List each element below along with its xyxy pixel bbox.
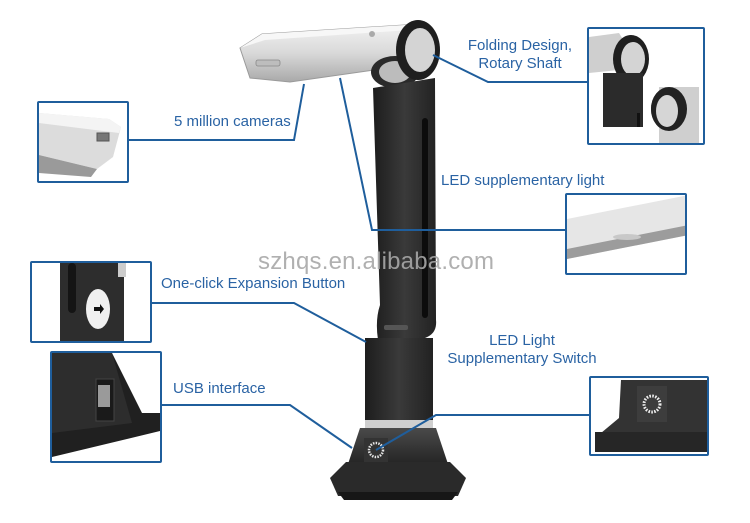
inset-camera-closeup: [37, 101, 129, 183]
label-folding-line2: Rotary Shaft: [478, 55, 562, 72]
inset-usb-closeup: [50, 351, 162, 463]
label-usb: USB interface: [173, 380, 266, 397]
lower-arm: [365, 338, 433, 428]
label-led-light: LED supplementary light: [441, 172, 605, 189]
label-expansion-button: One-click Expansion Button: [161, 275, 346, 292]
label-folding-design: Folding Design, Rotary Shaft: [458, 37, 582, 73]
rotary-shaft: [371, 20, 440, 88]
label-folding-line1: Folding Design,: [467, 37, 573, 54]
callout-lines: [128, 54, 590, 451]
base: [330, 428, 466, 500]
label-led-switch: LED Light Supplementary Switch: [438, 332, 606, 368]
inset-expansion-button-closeup: [30, 261, 152, 343]
label-switch-line2: Supplementary Switch: [447, 350, 597, 367]
label-camera: 5 million cameras: [174, 113, 291, 130]
led-switch-closeup-icon: [642, 394, 662, 414]
inset-led-switch-closeup: [589, 376, 709, 456]
label-switch-line1: LED Light: [489, 332, 555, 349]
watermark-text: szhqs.en.alibaba.com: [258, 248, 495, 275]
inset-led-light-closeup: [565, 193, 687, 275]
inset-folding-closeup: [587, 27, 705, 145]
upper-arm: [373, 78, 437, 340]
